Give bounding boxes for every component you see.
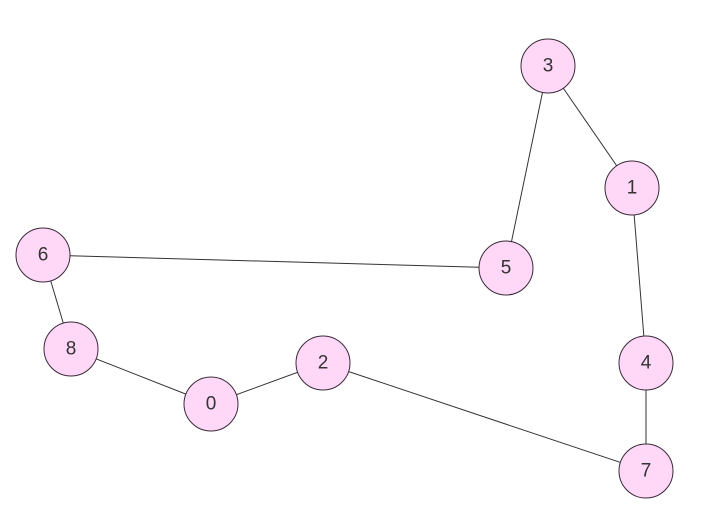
node-circle <box>183 376 239 432</box>
node-label: 3 <box>543 56 554 77</box>
node-7: 7 <box>618 443 674 499</box>
edge-6-5 <box>42 254 507 269</box>
node-label: 0 <box>206 394 217 415</box>
edge-3-5 <box>505 65 549 269</box>
node-circle <box>478 240 534 296</box>
node-label: 1 <box>627 178 638 199</box>
node-1: 1 <box>604 160 660 216</box>
node-circle <box>618 443 674 499</box>
node-circle <box>604 160 660 216</box>
node-label: 5 <box>501 258 512 279</box>
node-4: 4 <box>618 335 674 391</box>
node-label: 7 <box>641 461 652 482</box>
node-label: 8 <box>66 339 77 360</box>
node-label: 6 <box>38 245 49 266</box>
node-circle <box>618 335 674 391</box>
nodes-layer: 3 1 6 5 8 2 4 0 7 <box>15 38 674 499</box>
edge-1-4 <box>631 187 647 364</box>
node-label: 2 <box>318 353 329 374</box>
node-circle <box>520 38 576 94</box>
node-3: 3 <box>520 38 576 94</box>
node-2: 2 <box>295 335 351 391</box>
node-8: 8 <box>43 321 99 377</box>
node-6: 6 <box>15 227 71 283</box>
edges-layer <box>42 65 647 472</box>
node-circle <box>295 335 351 391</box>
node-circle <box>43 321 99 377</box>
edge-2-7 <box>322 362 647 472</box>
node-label: 4 <box>641 353 652 374</box>
node-circle <box>15 227 71 283</box>
node-0: 0 <box>183 376 239 432</box>
node-5: 5 <box>478 240 534 296</box>
